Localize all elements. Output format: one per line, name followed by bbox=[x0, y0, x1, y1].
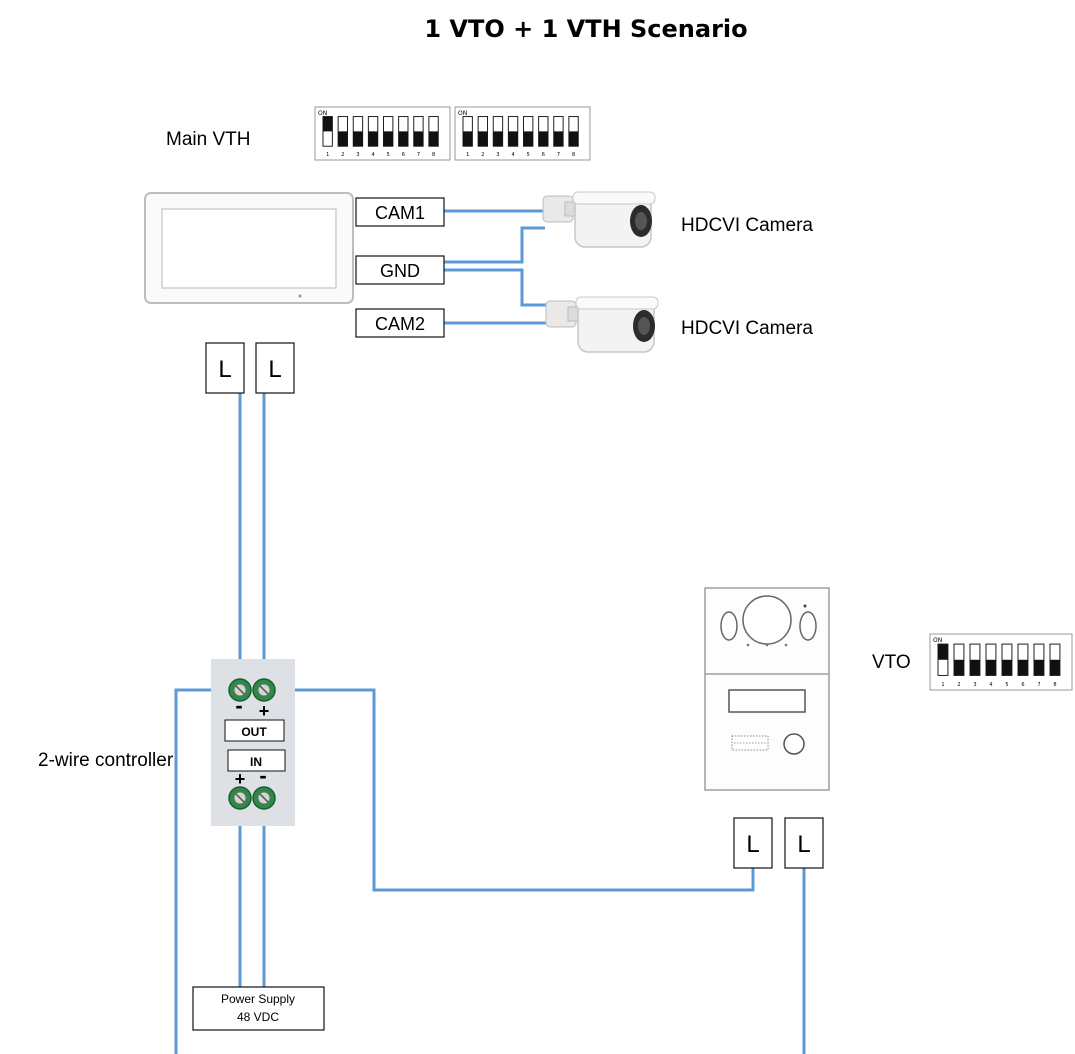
dip-number: 7 bbox=[1037, 682, 1040, 688]
dip-number: 4 bbox=[989, 682, 992, 688]
out-label: OUT bbox=[241, 725, 267, 739]
dip-number: 1 bbox=[466, 152, 469, 158]
dip-knob bbox=[508, 131, 518, 147]
dip-number: 1 bbox=[941, 682, 944, 688]
vth-terminal-l1-label: L bbox=[218, 356, 231, 383]
in-plus-sign: + bbox=[235, 769, 246, 789]
dip-knob bbox=[353, 131, 363, 147]
dip-knob bbox=[1034, 659, 1044, 676]
dip-number: 4 bbox=[371, 152, 374, 158]
screw-terminal-icon bbox=[252, 786, 276, 810]
dip-knob bbox=[553, 131, 564, 147]
dip-number: 3 bbox=[356, 152, 359, 158]
camera-icon bbox=[542, 191, 656, 248]
screw-terminal-icon bbox=[228, 786, 252, 810]
dip-knob bbox=[986, 659, 996, 676]
dip-switch-icon: ON 1 2 3 4 5 6 7 8 bbox=[314, 106, 451, 161]
vto-terminal-l2 bbox=[784, 817, 824, 869]
vth-terminal-l2-label: L bbox=[268, 356, 281, 383]
vth-monitor-icon bbox=[144, 192, 354, 304]
dip-number: 1 bbox=[326, 152, 329, 158]
vth-terminal-l1 bbox=[205, 342, 245, 394]
cam1-terminal bbox=[355, 197, 445, 227]
main-vth-label: Main VTH bbox=[166, 129, 250, 150]
dip-knob bbox=[323, 116, 333, 132]
vto-door-station-icon bbox=[704, 587, 830, 791]
dip-number: 8 bbox=[572, 152, 575, 158]
svg-text:ON: ON bbox=[933, 637, 942, 644]
dip-knob bbox=[368, 131, 378, 147]
wire-gnd-cam2 bbox=[444, 268, 548, 307]
vto-terminal-l2-label: L bbox=[797, 831, 810, 858]
dip-knob bbox=[413, 131, 424, 147]
dip-knob bbox=[970, 659, 980, 676]
out-minus-sign: - bbox=[235, 693, 242, 718]
camera-1-label: HDCVI Camera bbox=[681, 215, 813, 236]
camera-icon bbox=[545, 296, 659, 353]
wire-gnd-cam1 bbox=[444, 226, 545, 264]
diagram-title: 1 VTO + 1 VTH Scenario bbox=[424, 15, 747, 43]
dip-knob bbox=[338, 131, 348, 147]
in-label: IN bbox=[250, 755, 262, 769]
in-minus-sign: - bbox=[259, 763, 266, 788]
dip-switch-icon: ON 1 2 3 4 5 6 7 8 bbox=[454, 106, 591, 161]
power-supply-line1: Power Supply bbox=[221, 992, 295, 1006]
cam2-terminal bbox=[355, 308, 445, 338]
svg-text:ON: ON bbox=[458, 110, 467, 117]
screw-terminal-icon bbox=[228, 678, 252, 702]
dip-knob bbox=[1002, 659, 1012, 676]
dip-number: 6 bbox=[1021, 682, 1024, 688]
controller-label: 2-wire controller bbox=[38, 750, 174, 771]
speaker-grille-icon bbox=[731, 735, 769, 751]
vto-terminal-l1 bbox=[733, 817, 773, 869]
dip-knob bbox=[398, 131, 409, 147]
vto-terminal-l1-label: L bbox=[746, 831, 759, 858]
dip-knob bbox=[538, 131, 549, 147]
dip-number: 4 bbox=[511, 152, 514, 158]
dip-number: 2 bbox=[341, 152, 344, 158]
dip-switch-icon: ON 1 2 3 4 5 6 7 8 bbox=[929, 633, 1073, 691]
power-supply-box bbox=[192, 986, 325, 1031]
dip-knob bbox=[523, 131, 533, 147]
dip-knob bbox=[568, 131, 579, 147]
dip-number: 8 bbox=[1053, 682, 1056, 688]
dip-knob bbox=[428, 131, 439, 147]
dip-number: 6 bbox=[542, 152, 545, 158]
dip-knob bbox=[478, 131, 488, 147]
cam1-terminal-label: CAM1 bbox=[375, 203, 425, 223]
dip-knob bbox=[463, 131, 473, 147]
gnd-terminal bbox=[355, 255, 445, 285]
dip-number: 2 bbox=[957, 682, 960, 688]
out-plus-sign: + bbox=[259, 701, 270, 721]
dip-knob bbox=[1050, 659, 1060, 676]
dip-number: 2 bbox=[481, 152, 484, 158]
dip-number: 6 bbox=[402, 152, 405, 158]
dip-number: 7 bbox=[557, 152, 560, 158]
dip-number: 7 bbox=[417, 152, 420, 158]
two-wire-controller: - + OUT IN + - bbox=[211, 659, 295, 826]
dip-number: 8 bbox=[432, 152, 435, 158]
cam2-terminal-label: CAM2 bbox=[375, 314, 425, 334]
dip-number: 5 bbox=[527, 152, 530, 158]
power-supply-line2: 48 VDC bbox=[237, 1010, 279, 1024]
dip-number: 5 bbox=[387, 152, 390, 158]
dip-knob bbox=[938, 644, 948, 660]
dip-knob bbox=[1018, 659, 1028, 676]
vto-label: VTO bbox=[872, 652, 911, 673]
dip-knob bbox=[493, 131, 503, 147]
screw-terminal-icon bbox=[252, 678, 276, 702]
dip-number: 3 bbox=[496, 152, 499, 158]
gnd-terminal-label: GND bbox=[380, 261, 420, 281]
dip-number: 5 bbox=[1005, 682, 1008, 688]
dip-knob bbox=[954, 659, 964, 676]
vth-terminal-l2 bbox=[255, 342, 295, 394]
dip-knob bbox=[383, 131, 393, 147]
dip-number: 3 bbox=[973, 682, 976, 688]
wire-out-plus-vto bbox=[274, 688, 755, 892]
camera-2-label: HDCVI Camera bbox=[681, 318, 813, 339]
call-button-icon bbox=[783, 733, 805, 755]
svg-text:ON: ON bbox=[318, 110, 327, 117]
